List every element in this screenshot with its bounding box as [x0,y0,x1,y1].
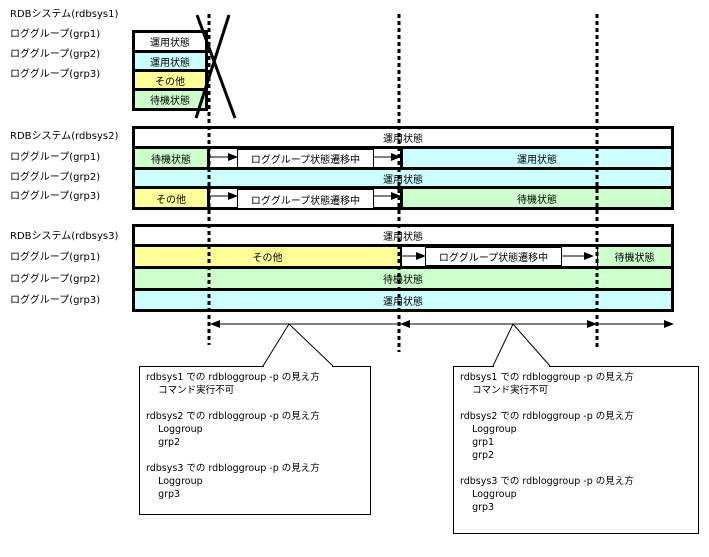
callout-line [460,397,692,410]
rdbsys3-grp1-before-state: その他 [135,247,400,266]
rdbsys1-block: 運用状態 運用状態 その他 待機状態 [132,30,208,111]
system-label-rdbsys2: RDBシステム(rdbsys2) [10,131,119,142]
divider [135,146,671,149]
rdbsys2-grp1-before-state: 待機状態 [135,149,207,167]
rdbsys2-grp1-after-state: 運用状態 [403,149,671,167]
callout-line: grp3 [146,489,181,500]
cross-out-line-1 [195,14,237,119]
rdbsys1-system-state: 運用状態 [135,33,205,50]
rdbsys2-grp2-state: 運用状態 [135,170,671,186]
divider [400,247,402,266]
callout-line: Loggroup [460,489,517,500]
callout-box-1: rdbsys1 での rdbloggroup -p の見え方 コマンド実行不可 r… [139,366,371,515]
callout-pointer-2 [492,323,551,367]
divider [135,186,671,189]
divider [135,288,671,291]
rdbsys1-grp1-state: 運用状態 [135,53,205,69]
rdbsys3-grp3-state: 運用状態 [135,291,671,309]
callout-pointer-1 [262,323,334,367]
divider [135,167,671,170]
callout-line: rdbsys2 での rdbloggroup -p の見え方 [460,411,634,422]
callout-line: grp3 [460,502,495,513]
divider [135,244,671,247]
callout-line: grp1 [460,437,495,448]
callout-line: Loggroup [146,424,203,435]
divider [400,189,403,207]
callout-line: rdbsys1 での rdbloggroup -p の見え方 [146,372,320,383]
group-label-grp3: ロググループ(grp3) [10,295,101,306]
callout-line: Loggroup [460,424,517,435]
callout-line [460,462,692,475]
system-label-rdbsys3: RDBシステム(rdbsys3) [10,231,119,242]
group-label-grp2: ロググループ(grp2) [10,274,101,285]
group-label-grp3: ロググループ(grp3) [10,69,101,80]
divider [597,247,598,266]
callout-line: rdbsys3 での rdbloggroup -p の見え方 [460,476,634,487]
rdbsys3-grp1-after-state: 待機状態 [598,247,671,266]
callout-box-2: rdbsys1 での rdbloggroup -p の見え方 コマンド実行不可 r… [453,366,699,534]
pointer-gap [264,366,332,367]
callout-line: コマンド実行不可 [460,385,549,396]
rdbsys2-system-state: 運用状態 [135,129,671,146]
callout-line [146,449,364,462]
callout-lines: rdbsys1 での rdbloggroup -p の見え方 コマンド実行不可 r… [460,371,692,514]
callout-line: Loggroup [146,476,203,487]
group-label-grp2: ロググループ(grp2) [10,172,101,183]
pointer-gap [494,366,549,367]
callout-line [146,397,364,410]
system-label-rdbsys1: RDBシステム(rdbsys1) [10,9,119,20]
divider [400,149,403,167]
callout-lines: rdbsys1 での rdbloggroup -p の見え方 コマンド実行不可 r… [146,371,364,501]
group-label-grp2: ロググループ(grp2) [10,49,101,60]
group-label-grp1: ロググループ(grp1) [10,252,101,263]
rdbsys3-grp2-state: 待機状態 [135,269,671,288]
cross-out-line-2 [194,14,231,119]
rdbsys1-grp3-state: 待機状態 [135,91,205,108]
callout-line: rdbsys2 での rdbloggroup -p の見え方 [146,411,320,422]
rdbsys1-grp2-state: その他 [135,72,205,88]
group-label-grp3: ロググループ(grp3) [10,191,101,202]
group-label-grp1: ロググループ(grp1) [10,29,101,40]
callout-line: grp2 [460,450,495,461]
divider [135,266,671,269]
callout-line: rdbsys3 での rdbloggroup -p の見え方 [146,463,320,474]
callout-line: grp2 [146,437,181,448]
rdbsys3-system-state: 運用状態 [135,227,671,244]
rdbsys2-grp3-before-state: その他 [135,189,207,207]
callout-line: rdbsys1 での rdbloggroup -p の見え方 [460,372,634,383]
group-label-grp1: ロググループ(grp1) [10,152,101,163]
rdbsys2-grp3-after-state: 待機状態 [403,189,671,207]
callout-line: コマンド実行不可 [146,385,235,396]
